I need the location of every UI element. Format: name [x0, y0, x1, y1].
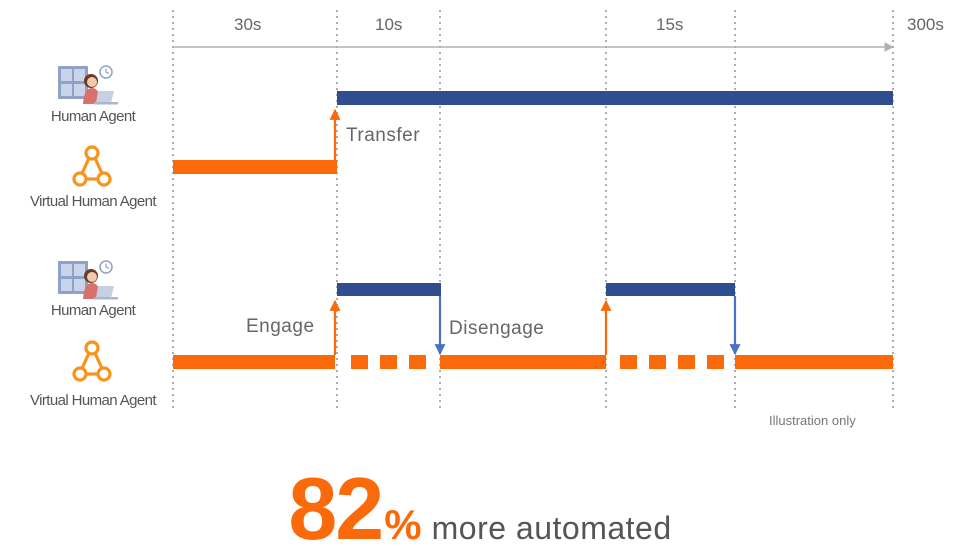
dash: [678, 355, 695, 369]
role-label-human: Human Agent: [50, 302, 136, 319]
event-label-disengage: Disengage: [449, 318, 545, 339]
dash: [380, 355, 397, 369]
dash: [351, 355, 368, 369]
human-bar-2b: [606, 283, 735, 296]
human-bar-2a: [337, 283, 441, 296]
illustration-note: Illustration only: [769, 413, 856, 428]
virtual-agent-icon: [72, 145, 112, 187]
virtual-bar-2c: [735, 355, 893, 369]
human-agent-icon: [57, 65, 119, 106]
virtual-bar-2b: [440, 355, 606, 369]
time-label-30s: 30s: [234, 15, 262, 34]
human-agent-icon: [57, 260, 119, 301]
stat-number: 82: [288, 459, 384, 558]
virtual-dashes-1: [351, 355, 426, 369]
role-label-virtual: Virtual Human Agent: [30, 193, 157, 210]
virtual-dashes-2: [620, 355, 724, 369]
human-bar-1: [337, 91, 893, 105]
time-label-300s: 300s: [907, 15, 944, 34]
event-label-transfer: Transfer: [346, 125, 421, 146]
automation-stat: 82%more automated: [0, 458, 960, 560]
virtual-bar-2a: [173, 355, 335, 369]
dash: [409, 355, 426, 369]
role-label-virtual: Virtual Human Agent: [30, 392, 157, 409]
dash: [620, 355, 637, 369]
time-label-15s: 15s: [656, 15, 684, 34]
dash: [707, 355, 724, 369]
virtual-bar-1: [173, 160, 337, 174]
dash: [649, 355, 666, 369]
stat-percent: %: [384, 501, 422, 548]
grid-lines: [172, 10, 894, 410]
role-label-human: Human Agent: [50, 108, 136, 125]
event-label-engage: Engage: [246, 316, 315, 337]
stat-text: more automated: [431, 510, 672, 546]
virtual-agent-icon: [72, 340, 112, 382]
time-label-10s: 10s: [375, 15, 403, 34]
